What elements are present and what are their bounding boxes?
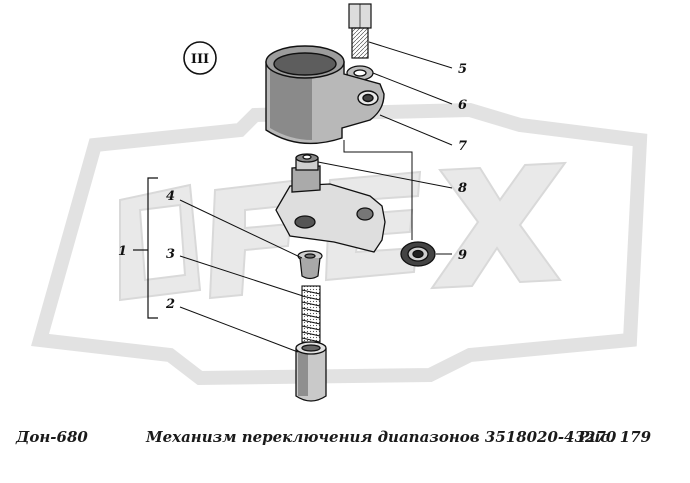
valve-cap-part-4 <box>297 250 323 280</box>
valve-body-part-8 <box>275 153 386 253</box>
view-label: III <box>191 52 209 67</box>
bolt-part-5 <box>348 3 372 59</box>
watermark-gear <box>31 102 648 386</box>
group-bracket <box>147 177 158 319</box>
callout-3: 3 <box>166 247 175 262</box>
callout-4: 4 <box>166 189 175 204</box>
housing-part-7 <box>265 45 385 145</box>
callout-2: 2 <box>165 297 175 312</box>
callout-9: 9 <box>458 248 467 263</box>
callout-5: 5 <box>458 62 467 77</box>
callout-7: 7 <box>458 139 467 154</box>
spring-part-3 <box>301 285 321 343</box>
seal-ring-part-9 <box>400 241 436 267</box>
caption-figure-number: Рис. 179 <box>578 428 652 446</box>
caption-title: Механизм переключения диапазонов 3518020… <box>146 428 617 446</box>
callout-8: 8 <box>458 181 467 196</box>
callout-1: 1 <box>118 244 127 259</box>
callout-6: 6 <box>458 98 467 113</box>
caption-model: Дон-680 <box>16 428 88 446</box>
plunger-part-2 <box>295 341 327 402</box>
view-label-circle <box>183 41 217 75</box>
leader-lines <box>179 41 453 353</box>
